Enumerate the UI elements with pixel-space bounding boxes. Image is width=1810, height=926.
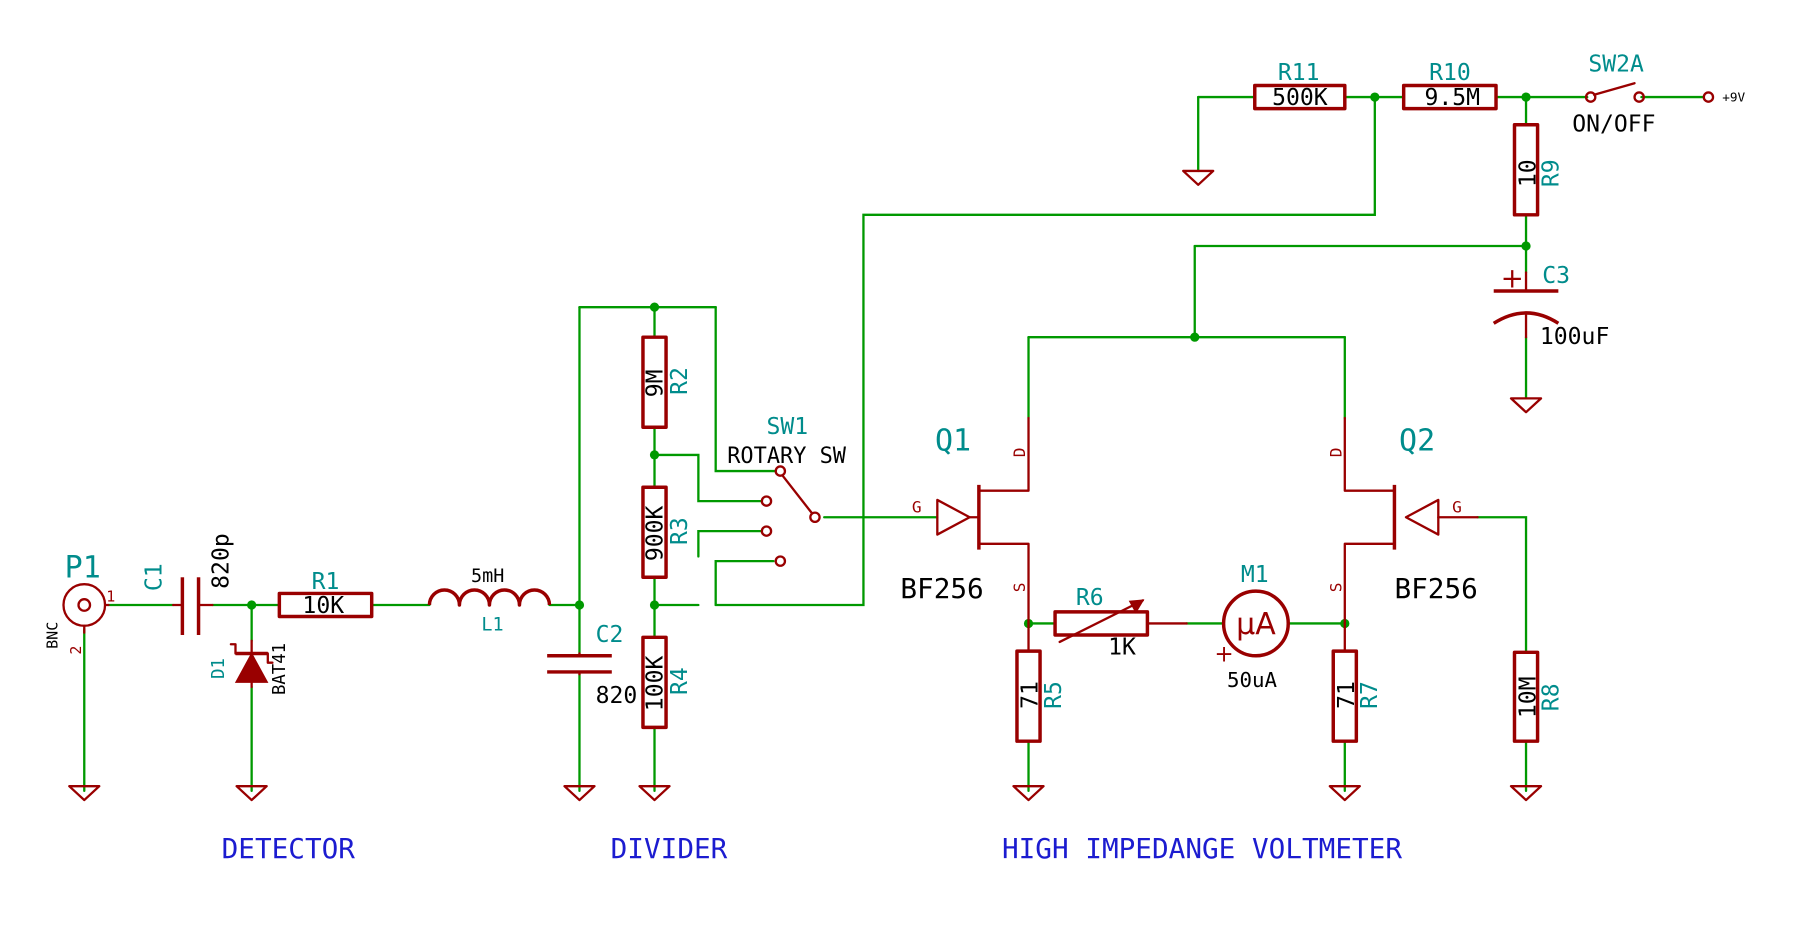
- q2-reference: Q2: [1399, 423, 1435, 458]
- q1-value: BF256: [900, 572, 983, 605]
- resistor-r7: 71 R7: [1331, 622, 1383, 743]
- rotary-switch-sw1: SW1 ROTARY SW: [727, 414, 847, 567]
- ground-symbols: [68, 169, 1543, 802]
- resistor-r8: 10M R8: [1512, 650, 1564, 743]
- q2-value: BF256: [1394, 572, 1477, 605]
- capacitor-c3: + C3 100uF: [1492, 262, 1609, 350]
- q1-reference: Q1: [935, 423, 971, 458]
- vcc-label: +9V: [1722, 90, 1745, 105]
- r9-reference: R9: [1538, 159, 1564, 187]
- c2-reference: C2: [596, 622, 624, 648]
- c1-reference: C1: [142, 563, 168, 591]
- r3-value: 900K: [643, 505, 669, 561]
- ammeter-m1: µA M1 + 50uA: [1214, 562, 1290, 692]
- q1-source-label: S: [1010, 583, 1029, 593]
- resistor-r10: R10 9.5M: [1401, 60, 1498, 111]
- switch-sw2a: SW2A ON/OFF: [1572, 52, 1655, 138]
- r11-reference: R11: [1278, 60, 1320, 86]
- r10-reference: R10: [1429, 60, 1471, 86]
- capacitor-c2: C2 820: [547, 622, 637, 709]
- resistor-r5: 71 R5: [1015, 622, 1067, 743]
- c3-value: 100uF: [1540, 324, 1609, 350]
- section-detector: DETECTOR: [222, 832, 356, 865]
- sw2a-value: ON/OFF: [1572, 112, 1655, 138]
- r1-value: 10K: [302, 593, 344, 619]
- c1-value: 820p: [209, 533, 235, 589]
- r4-value: 100K: [643, 655, 669, 711]
- l1-value: 5mH: [471, 566, 504, 587]
- p1-reference: P1: [65, 550, 101, 585]
- r11-value: 500K: [1272, 85, 1328, 111]
- q2-source-label: S: [1326, 583, 1345, 593]
- c3-plus-label: +: [1501, 262, 1524, 295]
- q2-gate-label: G: [1452, 498, 1462, 517]
- resistor-r11: R11 500K: [1253, 60, 1347, 111]
- wires: [83, 95, 1705, 792]
- r1-reference: R1: [312, 569, 340, 595]
- q1-drain-label: D: [1010, 447, 1029, 457]
- sw1-reference: SW1: [766, 414, 808, 440]
- resistor-r4: 100K R4: [641, 635, 693, 730]
- r6-reference: R6: [1076, 585, 1104, 611]
- junctions: [247, 92, 1531, 629]
- q1-gate-label: G: [912, 498, 922, 517]
- resistor-r2: 9M R2: [641, 335, 693, 429]
- r2-value: 9M: [643, 369, 669, 397]
- diode-d1: D1 BAT41: [209, 639, 290, 695]
- section-voltmeter: HIGH IMPEDANGE VOLTMETER: [1002, 832, 1402, 865]
- r5-value: 71: [1018, 681, 1044, 709]
- bnc-connector-p1: P1 1 2 BNC: [44, 550, 116, 654]
- d1-value: BAT41: [270, 643, 290, 695]
- p1-pin1-label: 1: [106, 588, 115, 606]
- m1-reference: M1: [1241, 562, 1269, 588]
- l1-reference: L1: [481, 614, 503, 635]
- resistor-r3: 900K R3: [641, 485, 693, 580]
- p1-value: BNC: [44, 622, 62, 649]
- m1-symbol: µA: [1236, 607, 1276, 642]
- jfet-q2: G D S Q2 BF256: [1326, 416, 1479, 625]
- section-divider: DIVIDER: [611, 832, 728, 865]
- r9-value: 10: [1515, 159, 1541, 187]
- power-plus9v: +9V: [1702, 90, 1746, 105]
- p1-pin2-label: 2: [67, 646, 85, 655]
- r7-value: 71: [1334, 681, 1360, 709]
- m1-value: 50uA: [1227, 668, 1278, 692]
- r3-reference: R3: [667, 517, 693, 545]
- m1-plus-label: +: [1214, 642, 1233, 668]
- potentiometer-r6: R6 1K: [1053, 585, 1188, 661]
- r4-reference: R4: [667, 667, 693, 695]
- r8-reference: R8: [1538, 683, 1564, 711]
- d1-reference: D1: [209, 658, 229, 679]
- q2-drain-label: D: [1326, 447, 1345, 457]
- inductor-l1: 5mH L1: [427, 566, 552, 635]
- r5-reference: R5: [1041, 681, 1067, 709]
- resistor-r1: R1 10K: [277, 569, 374, 619]
- resistor-r9: 10 R9: [1512, 123, 1564, 217]
- r6-value: 1K: [1108, 635, 1136, 661]
- r10-value: 9.5M: [1424, 85, 1480, 111]
- capacitor-c1: C1 820p: [142, 533, 235, 635]
- r2-reference: R2: [667, 367, 693, 395]
- r8-value: 10M: [1515, 676, 1541, 718]
- c2-value: 820: [596, 683, 638, 709]
- c3-reference: C3: [1542, 263, 1570, 289]
- sw2a-reference: SW2A: [1588, 52, 1644, 78]
- sw1-value: ROTARY SW: [727, 444, 847, 469]
- jfet-q1: G D S Q1 BF256: [900, 416, 1030, 625]
- r7-reference: R7: [1357, 681, 1383, 709]
